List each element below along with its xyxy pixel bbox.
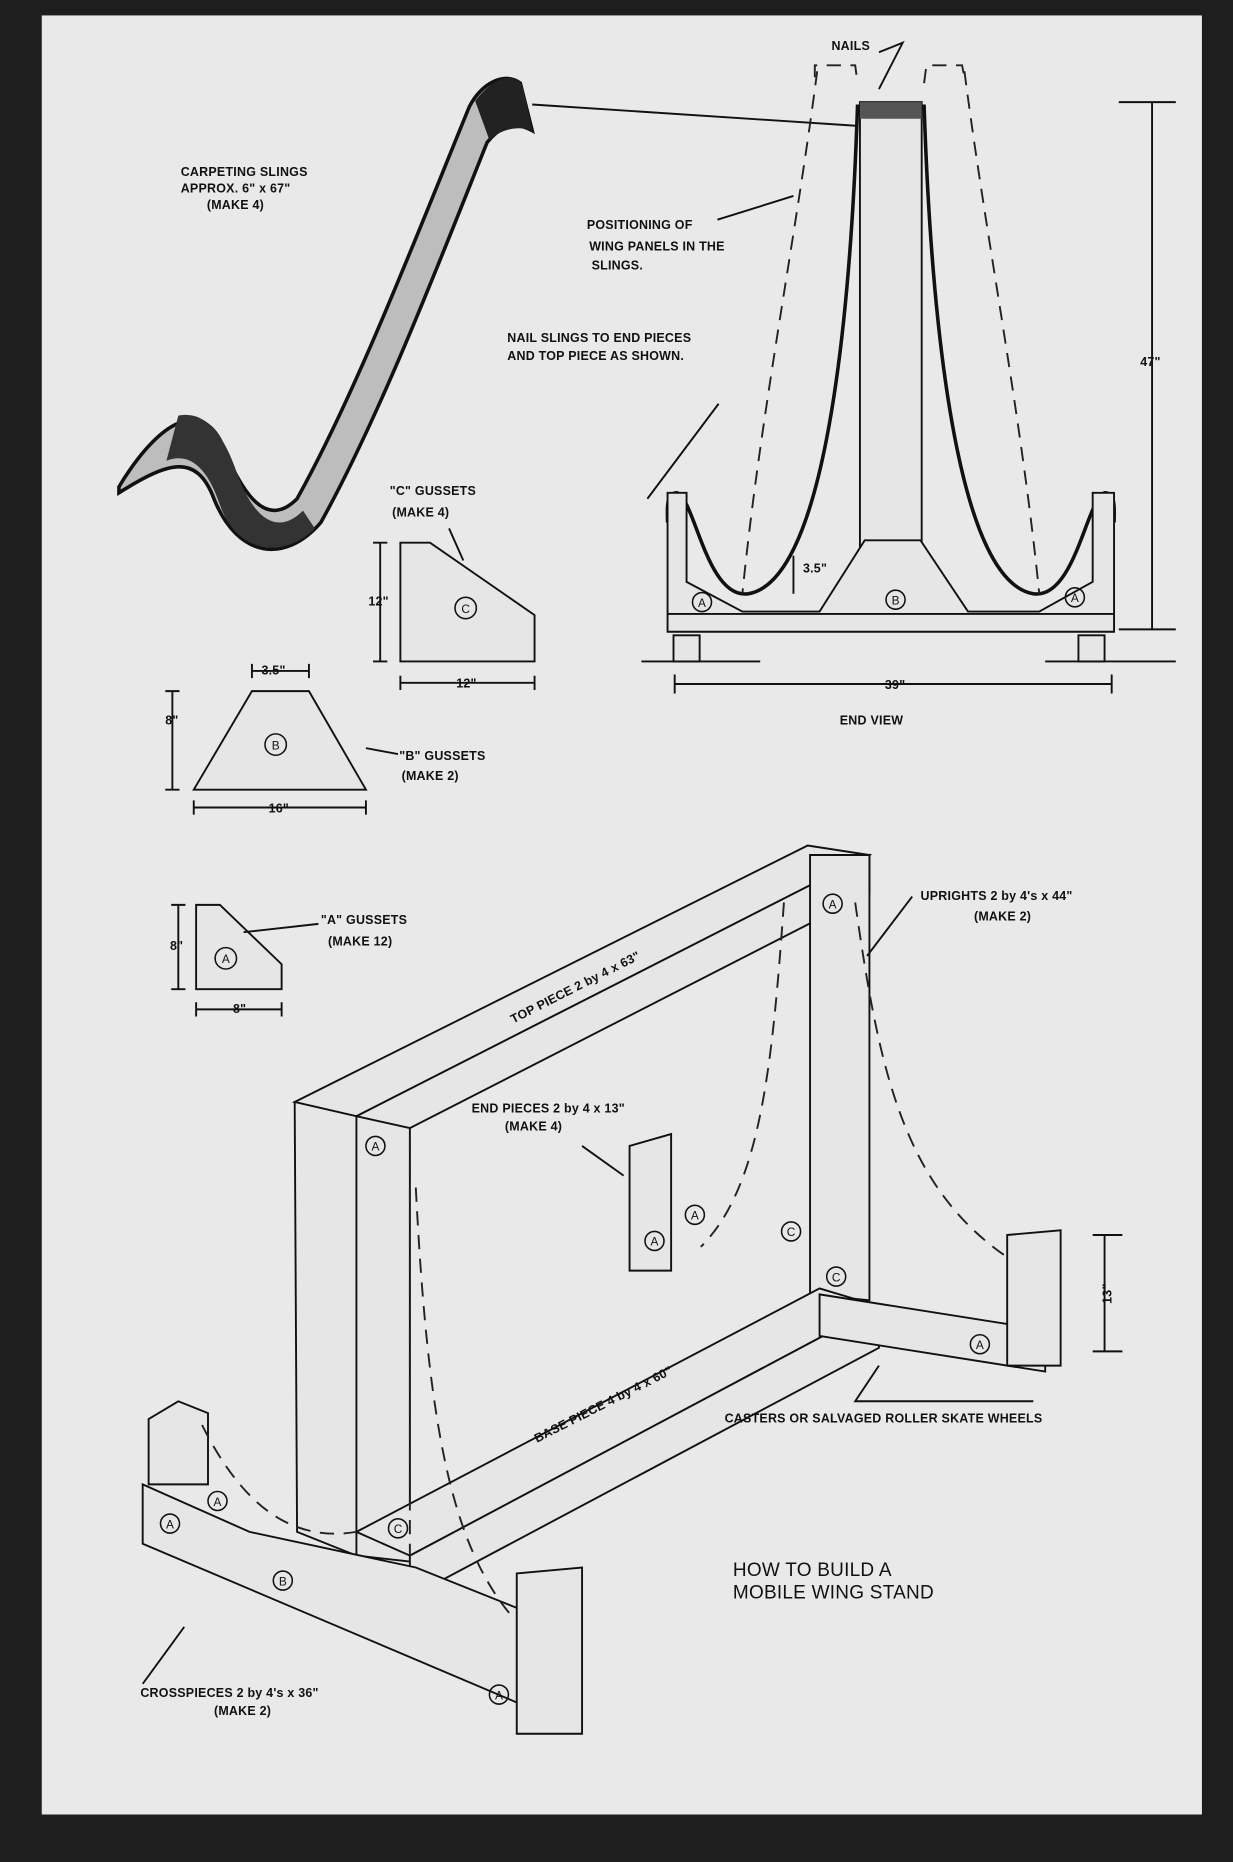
slings-label: CARPETING SLINGS APPROX. 6" x 67" (MAKE …	[181, 165, 308, 212]
svg-text:8": 8"	[165, 713, 178, 727]
c-gussets-label: "C" GUSSETS (MAKE 4) 12" 12"	[368, 484, 476, 690]
positioning-label: POSITIONING OF WING PANELS IN THE SLINGS…	[587, 218, 725, 272]
svg-text:MOBILE WING STAND: MOBILE WING STAND	[733, 1582, 934, 1603]
svg-text:(MAKE 4): (MAKE 4)	[207, 198, 264, 212]
svg-text:(MAKE 4): (MAKE 4)	[505, 1120, 562, 1134]
svg-text:C: C	[832, 1270, 841, 1284]
svg-text:NAIL SLINGS TO END PIECES: NAIL SLINGS TO END PIECES	[507, 331, 691, 345]
casters-label: CASTERS OR SALVAGED ROLLER SKATE WHEELS	[725, 1412, 1043, 1426]
svg-text:16": 16"	[269, 801, 289, 815]
svg-text:SLINGS.: SLINGS.	[592, 259, 643, 273]
height-47-label: 47"	[1140, 355, 1160, 369]
svg-text:AND TOP PIECE AS SHOWN.: AND TOP PIECE AS SHOWN.	[507, 349, 684, 363]
svg-text:WING PANELS IN THE: WING PANELS IN THE	[589, 240, 725, 254]
uprights-label: UPRIGHTS 2 by 4's x 44" (MAKE 2)	[921, 889, 1073, 923]
nails-label: NAILS	[831, 39, 870, 53]
svg-text:A: A	[495, 1688, 503, 1702]
svg-text:A: A	[1071, 591, 1079, 605]
nail-slings-label: NAIL SLINGS TO END PIECES AND TOP PIECE …	[507, 331, 691, 363]
svg-text:C: C	[787, 1225, 796, 1239]
svg-text:A: A	[166, 1517, 174, 1531]
svg-text:(MAKE 2): (MAKE 2)	[402, 769, 459, 783]
diagram-title: HOW TO BUILD A MOBILE WING STAND	[733, 1560, 934, 1604]
svg-text:A: A	[698, 596, 706, 610]
end-height-label: 13"	[1101, 1283, 1115, 1303]
svg-text:(MAKE 2): (MAKE 2)	[214, 1704, 271, 1718]
carpet-sling-drawing	[117, 76, 535, 551]
b-gusset-drawing: B	[165, 663, 399, 815]
svg-text:A: A	[651, 1235, 659, 1249]
crosspieces-label: CROSSPIECES 2 by 4's x 36" (MAKE 2)	[140, 1686, 318, 1718]
svg-text:12": 12"	[456, 677, 476, 691]
svg-text:(MAKE 12): (MAKE 12)	[328, 934, 392, 948]
sling-arrow	[532, 103, 858, 127]
svg-text:8": 8"	[233, 1002, 246, 1016]
svg-text:B: B	[272, 738, 280, 752]
svg-text:"B" GUSSETS: "B" GUSSETS	[399, 749, 485, 763]
svg-text:A: A	[371, 1140, 379, 1154]
svg-text:"C" GUSSETS: "C" GUSSETS	[390, 484, 476, 498]
svg-text:END PIECES 2 by 4 x 13": END PIECES 2 by 4 x 13"	[472, 1102, 625, 1116]
svg-text:CARPETING SLINGS: CARPETING SLINGS	[181, 165, 308, 179]
end-pieces-label: END PIECES 2 by 4 x 13" (MAKE 4)	[472, 1102, 625, 1134]
svg-text:A: A	[976, 1338, 984, 1352]
svg-text:C: C	[461, 602, 470, 616]
svg-text:3.5": 3.5"	[261, 664, 285, 678]
svg-text:A: A	[829, 897, 837, 911]
svg-text:B: B	[279, 1574, 287, 1588]
svg-text:(MAKE 4): (MAKE 4)	[392, 506, 449, 520]
end-view-caption: END VIEW	[840, 713, 903, 727]
isometric-stand-drawing	[141, 844, 1123, 1735]
svg-text:C: C	[394, 1522, 403, 1536]
svg-text:APPROX. 6" x 67": APPROX. 6" x 67"	[181, 181, 291, 195]
a-gusset-drawing: A	[171, 903, 319, 1017]
svg-text:B: B	[892, 593, 900, 607]
svg-text:HOW TO BUILD A: HOW TO BUILD A	[733, 1560, 892, 1581]
svg-text:(MAKE 2): (MAKE 2)	[974, 909, 1031, 923]
svg-text:POSITIONING OF: POSITIONING OF	[587, 218, 693, 232]
svg-text:A: A	[214, 1495, 222, 1509]
gap-label: 3.5"	[803, 561, 827, 575]
svg-text:12": 12"	[368, 595, 388, 609]
paper-sheet	[41, 15, 1202, 1815]
svg-text:UPRIGHTS 2 by 4's x 44": UPRIGHTS 2 by 4's x 44"	[921, 889, 1073, 903]
c-gusset-drawing: C	[373, 528, 536, 690]
svg-text:A: A	[222, 952, 230, 966]
width-39-label: 39"	[885, 678, 905, 692]
svg-text:CROSSPIECES 2 by 4's x 36": CROSSPIECES 2 by 4's x 36"	[140, 1686, 318, 1700]
svg-text:"A" GUSSETS: "A" GUSSETS	[321, 913, 407, 927]
a-gussets-label: "A" GUSSETS (MAKE 12) 8" 8"	[170, 913, 407, 1016]
end-view-drawing	[641, 40, 1176, 694]
svg-text:A: A	[691, 1209, 699, 1223]
b-gussets-label: "B" GUSSETS (MAKE 2) 3.5" 8" 16"	[165, 664, 485, 816]
svg-text:8": 8"	[170, 939, 183, 953]
